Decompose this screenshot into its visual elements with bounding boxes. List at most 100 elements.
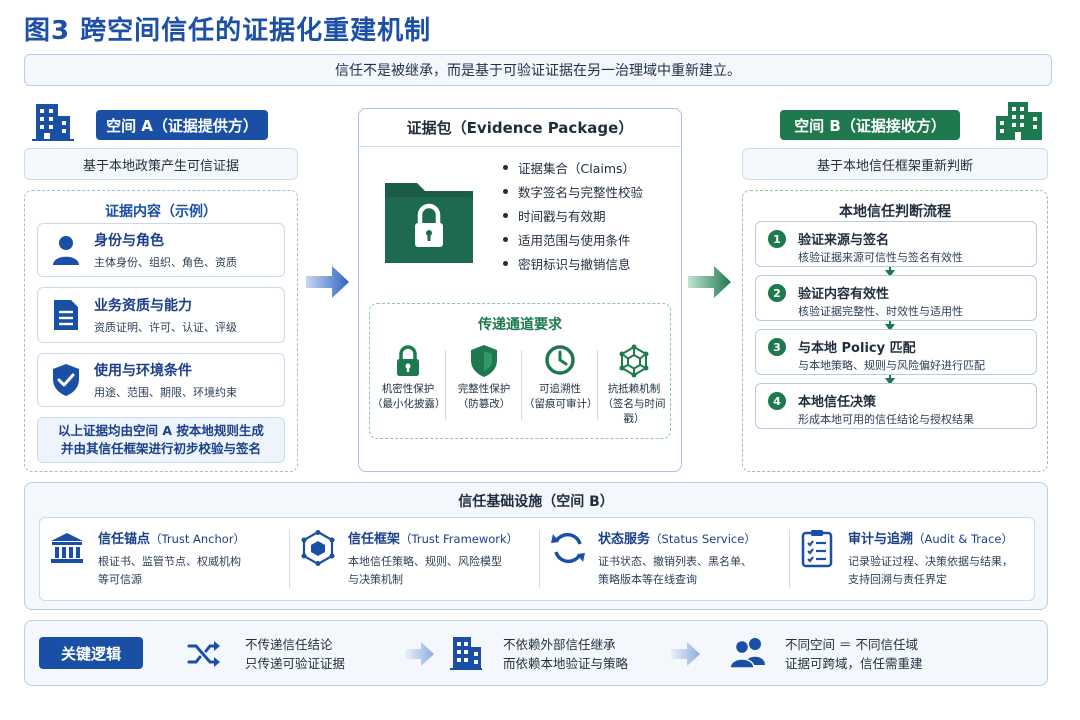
evidence-content-title: 证据内容（示例） <box>105 204 217 220</box>
key-logic-label: 关键逻辑 <box>39 637 143 669</box>
space-b-description: 基于本地信任框架重新判断 <box>742 148 1048 180</box>
infra-item-title: 审计与追溯（Audit & Trace） <box>848 532 1013 547</box>
building-right-icon <box>994 98 1044 146</box>
infra-item-title: 信任锚点（Trust Anchor） <box>98 532 246 547</box>
step-arrow-down <box>885 378 895 385</box>
step-title: 与本地 Policy 匹配 <box>798 341 916 356</box>
package-title: 证据包（Evidence Package） <box>359 109 681 147</box>
subtitle-banner: 信任不是被继承，而是基于可验证证据在另一治理域中重新建立。 <box>24 54 1052 86</box>
infra-item-desc: 根证书、监管节点、权威机构等可信源 <box>98 555 241 586</box>
logic-item-3: 不同空间 ＝ 不同信任域证据可跨域，信任需重建 <box>785 637 923 671</box>
space-b-header: 空间 B（证据接收方） <box>780 110 960 140</box>
infra-item-desc: 本地信任策略、规则、风险模型与决策机制 <box>348 555 502 586</box>
note-line1: 以上证据均由空间 A 按本地规则生成 <box>58 423 264 438</box>
step-connector <box>889 321 891 325</box>
divider <box>539 530 540 588</box>
req-line2: （签名与时间戳） <box>602 398 666 425</box>
infra-item-desc: 记录验证过程、决策依据与结果，支持回溯与责任界定 <box>848 555 1013 586</box>
evidence-card-conditions: 使用与环境条件 用途、范围、期限、环境约束 <box>37 353 285 407</box>
bullet-item: 证据集合（Claims） <box>503 155 643 179</box>
step-desc: 核验证据来源可信性与签名有效性 <box>798 251 963 264</box>
person-icon <box>38 234 94 266</box>
space-a-description: 基于本地政策产生可信证据 <box>24 148 298 180</box>
cube-icon <box>300 530 336 570</box>
card-desc: 主体身份、组织、角色、资质 <box>94 256 237 269</box>
step-connector <box>889 375 891 379</box>
package-bullet-list: 证据集合（Claims） 数字签名与完整性校验 时间戳与有效期 适用范围与使用条… <box>503 155 643 275</box>
card-title: 使用与环境条件 <box>94 363 192 379</box>
logic-arrow-2 <box>671 641 701 671</box>
lock-icon <box>372 344 444 382</box>
channel-title: 传递通道要求 <box>478 317 562 333</box>
requirement-integrity: 完整性保护 （防篡改） <box>448 344 520 412</box>
note-line2: 并由其信任框架进行初步校验与签名 <box>60 441 261 456</box>
building-left-icon <box>30 100 74 146</box>
flow-step-4: 4 本地信任决策 形成本地可用的信任结论与授权结果 <box>755 383 1037 429</box>
card-desc: 资质证明、许可、认证、评级 <box>94 321 237 334</box>
card-title: 身份与角色 <box>94 233 164 249</box>
req-line1: 可追溯性 <box>539 383 581 395</box>
space-a-header: 空间 A（证据提供方） <box>96 110 268 140</box>
divider <box>789 530 790 588</box>
evidence-package-panel: 证据包（Evidence Package） 证据集合（Claims） 数字签名与… <box>358 108 682 472</box>
users-icon <box>729 635 769 673</box>
evidence-content-panel: 证据内容（示例） 身份与角色 主体身份、组织、角色、资质 业务资质与能力 资质证… <box>24 190 298 472</box>
bullet-item: 时间戳与有效期 <box>503 203 643 227</box>
req-line2: （留痕可审计） <box>524 398 598 410</box>
infra-items-row: 信任锚点（Trust Anchor） 根证书、监管节点、权威机构等可信源 信任框… <box>39 517 1035 601</box>
divider <box>597 350 598 420</box>
flow-step-2: 2 验证内容有效性 核验证据完整性、时效性与适用性 <box>755 275 1037 321</box>
flow-title: 本地信任判断流程 <box>839 204 951 220</box>
building-icon <box>449 635 483 675</box>
refresh-icon <box>550 530 586 570</box>
clock-icon <box>524 344 596 382</box>
checklist-icon <box>800 528 834 572</box>
shuffle-icon <box>187 639 221 673</box>
card-title: 业务资质与能力 <box>94 298 192 314</box>
infra-trust-anchor: 信任锚点（Trust Anchor） 根证书、监管节点、权威机构等可信源 <box>40 518 288 600</box>
divider <box>521 350 522 420</box>
infra-status-service: 状态服务（Status Service） 证书状态、撤销列表、黑名单、策略版本等… <box>540 518 788 600</box>
step-arrow-down <box>885 270 895 277</box>
step-number: 1 <box>768 230 786 248</box>
logic-arrow-1 <box>405 641 435 671</box>
infra-title: 信任基础设施（空间 B） <box>458 494 614 510</box>
infra-item-desc: 证书状态、撤销列表、黑名单、策略版本等在线查询 <box>598 555 752 586</box>
flow-arrow-right-green <box>688 264 732 304</box>
requirement-traceability: 可追溯性 （留痕可审计） <box>524 344 598 412</box>
step-arrow-down <box>885 324 895 331</box>
bullet-item: 密钥标识与撤销信息 <box>503 251 643 275</box>
space-a-note: 以上证据均由空间 A 按本地规则生成 并由其信任框架进行初步校验与签名 <box>37 417 285 463</box>
infra-item-title: 信任框架（Trust Framework） <box>348 532 519 547</box>
bullet-item: 适用范围与使用条件 <box>503 227 643 251</box>
evidence-card-qualification: 业务资质与能力 资质证明、许可、认证、评级 <box>37 287 285 343</box>
step-desc: 形成本地可用的信任结论与授权结果 <box>798 413 974 426</box>
key-logic-panel: 关键逻辑 不传递信任结论只传递可验证证据 不依赖外部信任继承而依赖本地验证与策略… <box>24 620 1048 686</box>
shield-icon <box>448 344 520 382</box>
req-line1: 抗抵赖机制 <box>607 383 661 395</box>
local-trust-flow-panel: 本地信任判断流程 1 验证来源与签名 核验证据来源可信性与签名有效性 2 验证内… <box>742 190 1048 472</box>
divider <box>445 350 446 420</box>
evidence-card-identity: 身份与角色 主体身份、组织、角色、资质 <box>37 223 285 277</box>
shield-check-icon <box>38 363 94 397</box>
step-title: 验证内容有效性 <box>798 287 890 302</box>
step-desc: 核验证据完整性、时效性与适用性 <box>798 305 963 318</box>
flow-arrow-right-blue <box>306 264 350 304</box>
req-line1: 机密性保护 <box>381 383 435 395</box>
network-icon <box>598 344 670 382</box>
logic-item-1: 不传递信任结论只传递可验证证据 <box>245 637 346 671</box>
step-connector <box>889 267 891 271</box>
infra-audit-trace: 审计与追溯（Audit & Trace） 记录验证过程、决策依据与结果，支持回溯… <box>790 518 1036 600</box>
bank-icon <box>50 532 84 568</box>
step-number: 4 <box>768 392 786 410</box>
requirement-non-repudiation: 抗抵赖机制 （签名与时间戳） <box>598 344 670 427</box>
flow-step-3: 3 与本地 Policy 匹配 与本地策略、规则与风险偏好进行匹配 <box>755 329 1037 375</box>
req-line2: （防篡改） <box>457 398 511 410</box>
folder-lock-icon <box>381 173 477 273</box>
step-title: 本地信任决策 <box>798 395 877 410</box>
step-number: 3 <box>768 338 786 356</box>
requirement-confidentiality: 机密性保护 （最小化披露） <box>372 344 446 412</box>
channel-requirements-panel: 传递通道要求 机密性保护 （最小化披露） 完整性保护 （防篡改） 可追溯性 （留… <box>369 303 671 439</box>
subtitle-text: 信任不是被继承，而是基于可验证证据在另一治理域中重新建立。 <box>335 63 741 79</box>
step-title: 验证来源与签名 <box>798 233 890 248</box>
